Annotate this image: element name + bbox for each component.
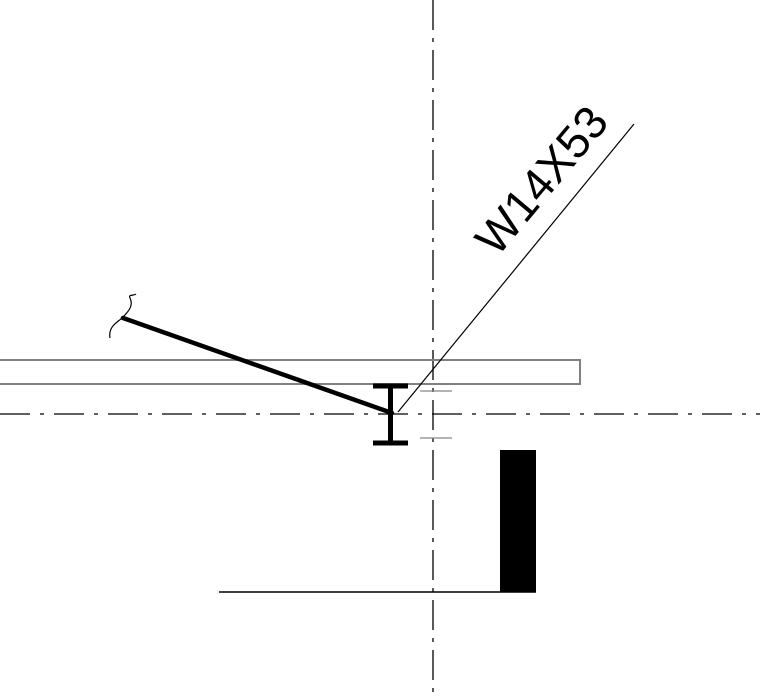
slab-outline bbox=[0, 359, 581, 385]
dimension-ticks bbox=[420, 390, 452, 439]
break-line-icon bbox=[109, 293, 137, 339]
beam-label: W14X53 bbox=[465, 96, 618, 265]
label-leader-line bbox=[397, 123, 635, 413]
wide-flange-beam-section-icon[interactable] bbox=[373, 383, 408, 446]
column-post[interactable] bbox=[500, 450, 536, 592]
beam-line[interactable] bbox=[120, 315, 395, 416]
